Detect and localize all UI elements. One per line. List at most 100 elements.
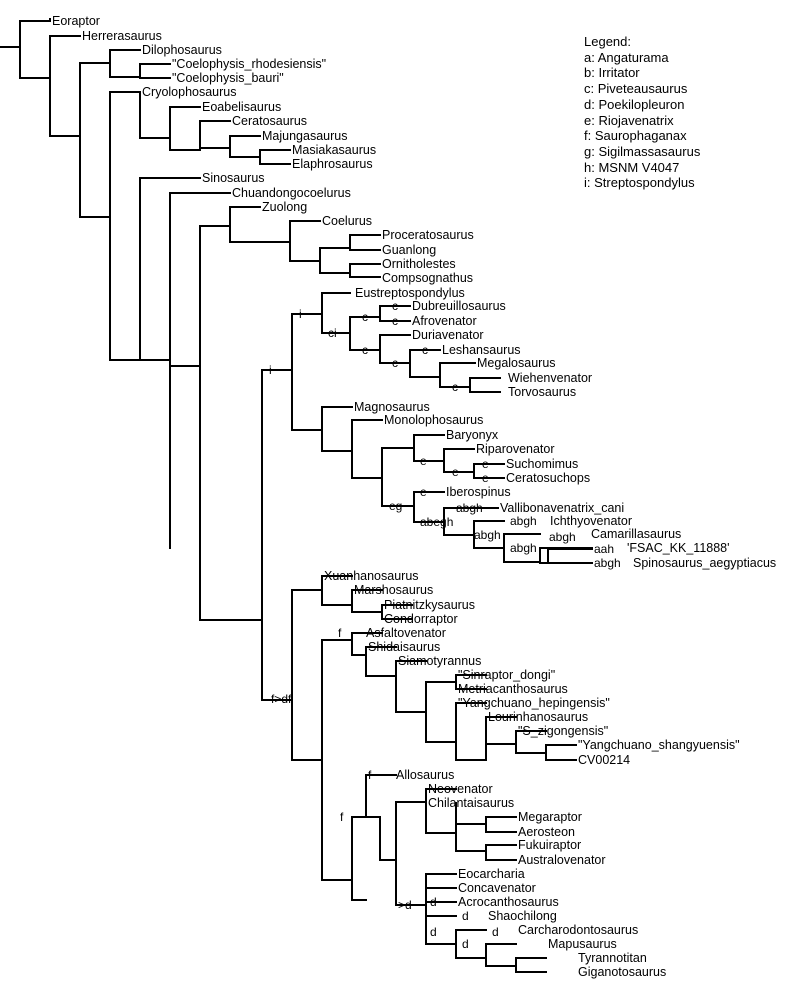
taxon-label: Coelurus	[322, 214, 372, 228]
branch	[409, 349, 441, 378]
branch	[515, 957, 547, 973]
taxon-label: Cryolophosaurus	[142, 85, 237, 99]
taxon-label: "S_zigongensis"	[518, 724, 608, 738]
legend-entry: f: Saurophaganax	[584, 128, 687, 144]
branch	[79, 62, 111, 218]
taxon-label: Compsognathus	[382, 271, 473, 285]
branch	[109, 49, 141, 78]
node-label: aah	[594, 542, 614, 556]
taxon-label: Allosaurus	[396, 768, 454, 782]
taxon-label: Megalosaurus	[477, 356, 556, 370]
taxon-label: Zuolong	[262, 200, 307, 214]
node-label: i	[269, 363, 272, 377]
taxon-label: Shaochilong	[488, 909, 557, 923]
taxon-label: Tyrannotitan	[578, 951, 647, 965]
taxon-label: "Coelophysis_bauri"	[172, 71, 284, 85]
node-label: f	[340, 810, 344, 824]
taxon-label: Eustreptospondylus	[355, 286, 465, 300]
branch	[365, 646, 397, 677]
taxon-label: Dubreuillosaurus	[412, 299, 506, 313]
legend-entry: e: Riojavenatrix	[584, 112, 674, 128]
branch	[349, 234, 381, 251]
branch	[365, 774, 397, 861]
node-label: e	[420, 485, 427, 499]
taxon-label: Aerosteon	[518, 825, 575, 839]
taxon-label: "Coelophysis_rhodesiensis"	[172, 57, 326, 71]
node-label: abgh	[510, 541, 537, 555]
taxon-label: 'FSAC_KK_11888'	[627, 541, 730, 555]
branch	[321, 406, 353, 452]
taxon-label: Piatnitzkysaurus	[384, 598, 475, 612]
node-label: c	[362, 343, 368, 357]
branch	[443, 507, 499, 536]
taxon-label: Carcharodontosaurus	[518, 923, 638, 937]
branch	[291, 313, 323, 431]
branch	[413, 491, 445, 523]
taxon-label: Spinosaurus_aegyptiacus	[633, 556, 776, 570]
taxon-label: Duriavenator	[412, 328, 484, 342]
taxon-label: Eocarcharia	[458, 867, 525, 881]
branch	[319, 247, 351, 274]
branch	[349, 316, 381, 351]
taxon-label: Vallibonavenatrix_cani	[500, 501, 624, 515]
branch	[439, 362, 476, 388]
taxon-label: Xuanhanosaurus	[324, 569, 419, 583]
branch	[473, 463, 505, 479]
branch	[229, 206, 291, 243]
node-label: abgh	[474, 528, 501, 542]
legend-entry: g: Sigilmassasaurus	[584, 143, 701, 159]
node-label: e	[452, 465, 459, 479]
branch	[473, 520, 505, 549]
branch	[485, 943, 517, 967]
node-label: abgh	[549, 530, 576, 544]
legend-entry: c: Piveteausaurus	[584, 81, 688, 97]
taxon-label: Ceratosuchops	[506, 471, 590, 485]
branch	[49, 35, 81, 137]
taxon-label: Wiehenvenator	[508, 371, 592, 385]
taxon-label: Lourinhanosaurus	[488, 710, 588, 724]
branch	[321, 575, 353, 606]
taxon-label: Ornitholestes	[382, 257, 456, 271]
branch	[381, 604, 413, 620]
node-label: d	[430, 895, 437, 909]
branch	[413, 434, 445, 462]
node-label: d	[462, 909, 469, 923]
taxon-label: Megaraptor	[518, 810, 582, 824]
taxon-label: Ceratosaurus	[232, 114, 307, 128]
taxon-label: Camarillasaurus	[591, 527, 681, 541]
taxon-label: Baryonyx	[446, 428, 499, 442]
branch	[545, 744, 577, 761]
taxon-label: Herrerasaurus	[82, 29, 162, 43]
node-label: c	[452, 380, 458, 394]
taxon-label: Torvosaurus	[508, 385, 576, 399]
branch	[425, 887, 457, 906]
node-label: >d	[398, 898, 412, 912]
taxon-label: Dilophosaurus	[142, 43, 222, 57]
branch	[485, 844, 517, 861]
taxon-label: Metriacanthosaurus	[458, 682, 568, 696]
node-label: abgh	[594, 556, 621, 570]
branch	[109, 91, 141, 361]
taxon-label: Sinosaurus	[202, 171, 265, 185]
taxon-label: Chilantaisaurus	[428, 796, 514, 810]
taxon-label: "Yangchuano_shangyuensis"	[578, 738, 740, 752]
branch	[381, 447, 415, 507]
branch	[0, 20, 51, 79]
branch	[199, 225, 263, 621]
taxon-label: Mapusaurus	[548, 937, 617, 951]
node-label: f	[338, 626, 342, 640]
legend-entry: h: MSNM V4047	[584, 159, 680, 175]
node-label: c	[362, 310, 368, 324]
branch	[139, 63, 171, 79]
taxon-label: CV00214	[578, 753, 630, 767]
branch	[289, 220, 321, 262]
branch	[455, 929, 487, 959]
legend-entry: a: Angaturama	[584, 49, 669, 65]
branch	[321, 292, 351, 334]
branch	[455, 702, 487, 761]
legend-entry: i: Streptospondylus	[584, 175, 695, 191]
taxon-label: "Yangchuano_hepingensis"	[458, 696, 610, 710]
node-label: c	[392, 299, 398, 313]
branch	[443, 448, 475, 473]
legend-title: Legend:	[584, 34, 631, 49]
